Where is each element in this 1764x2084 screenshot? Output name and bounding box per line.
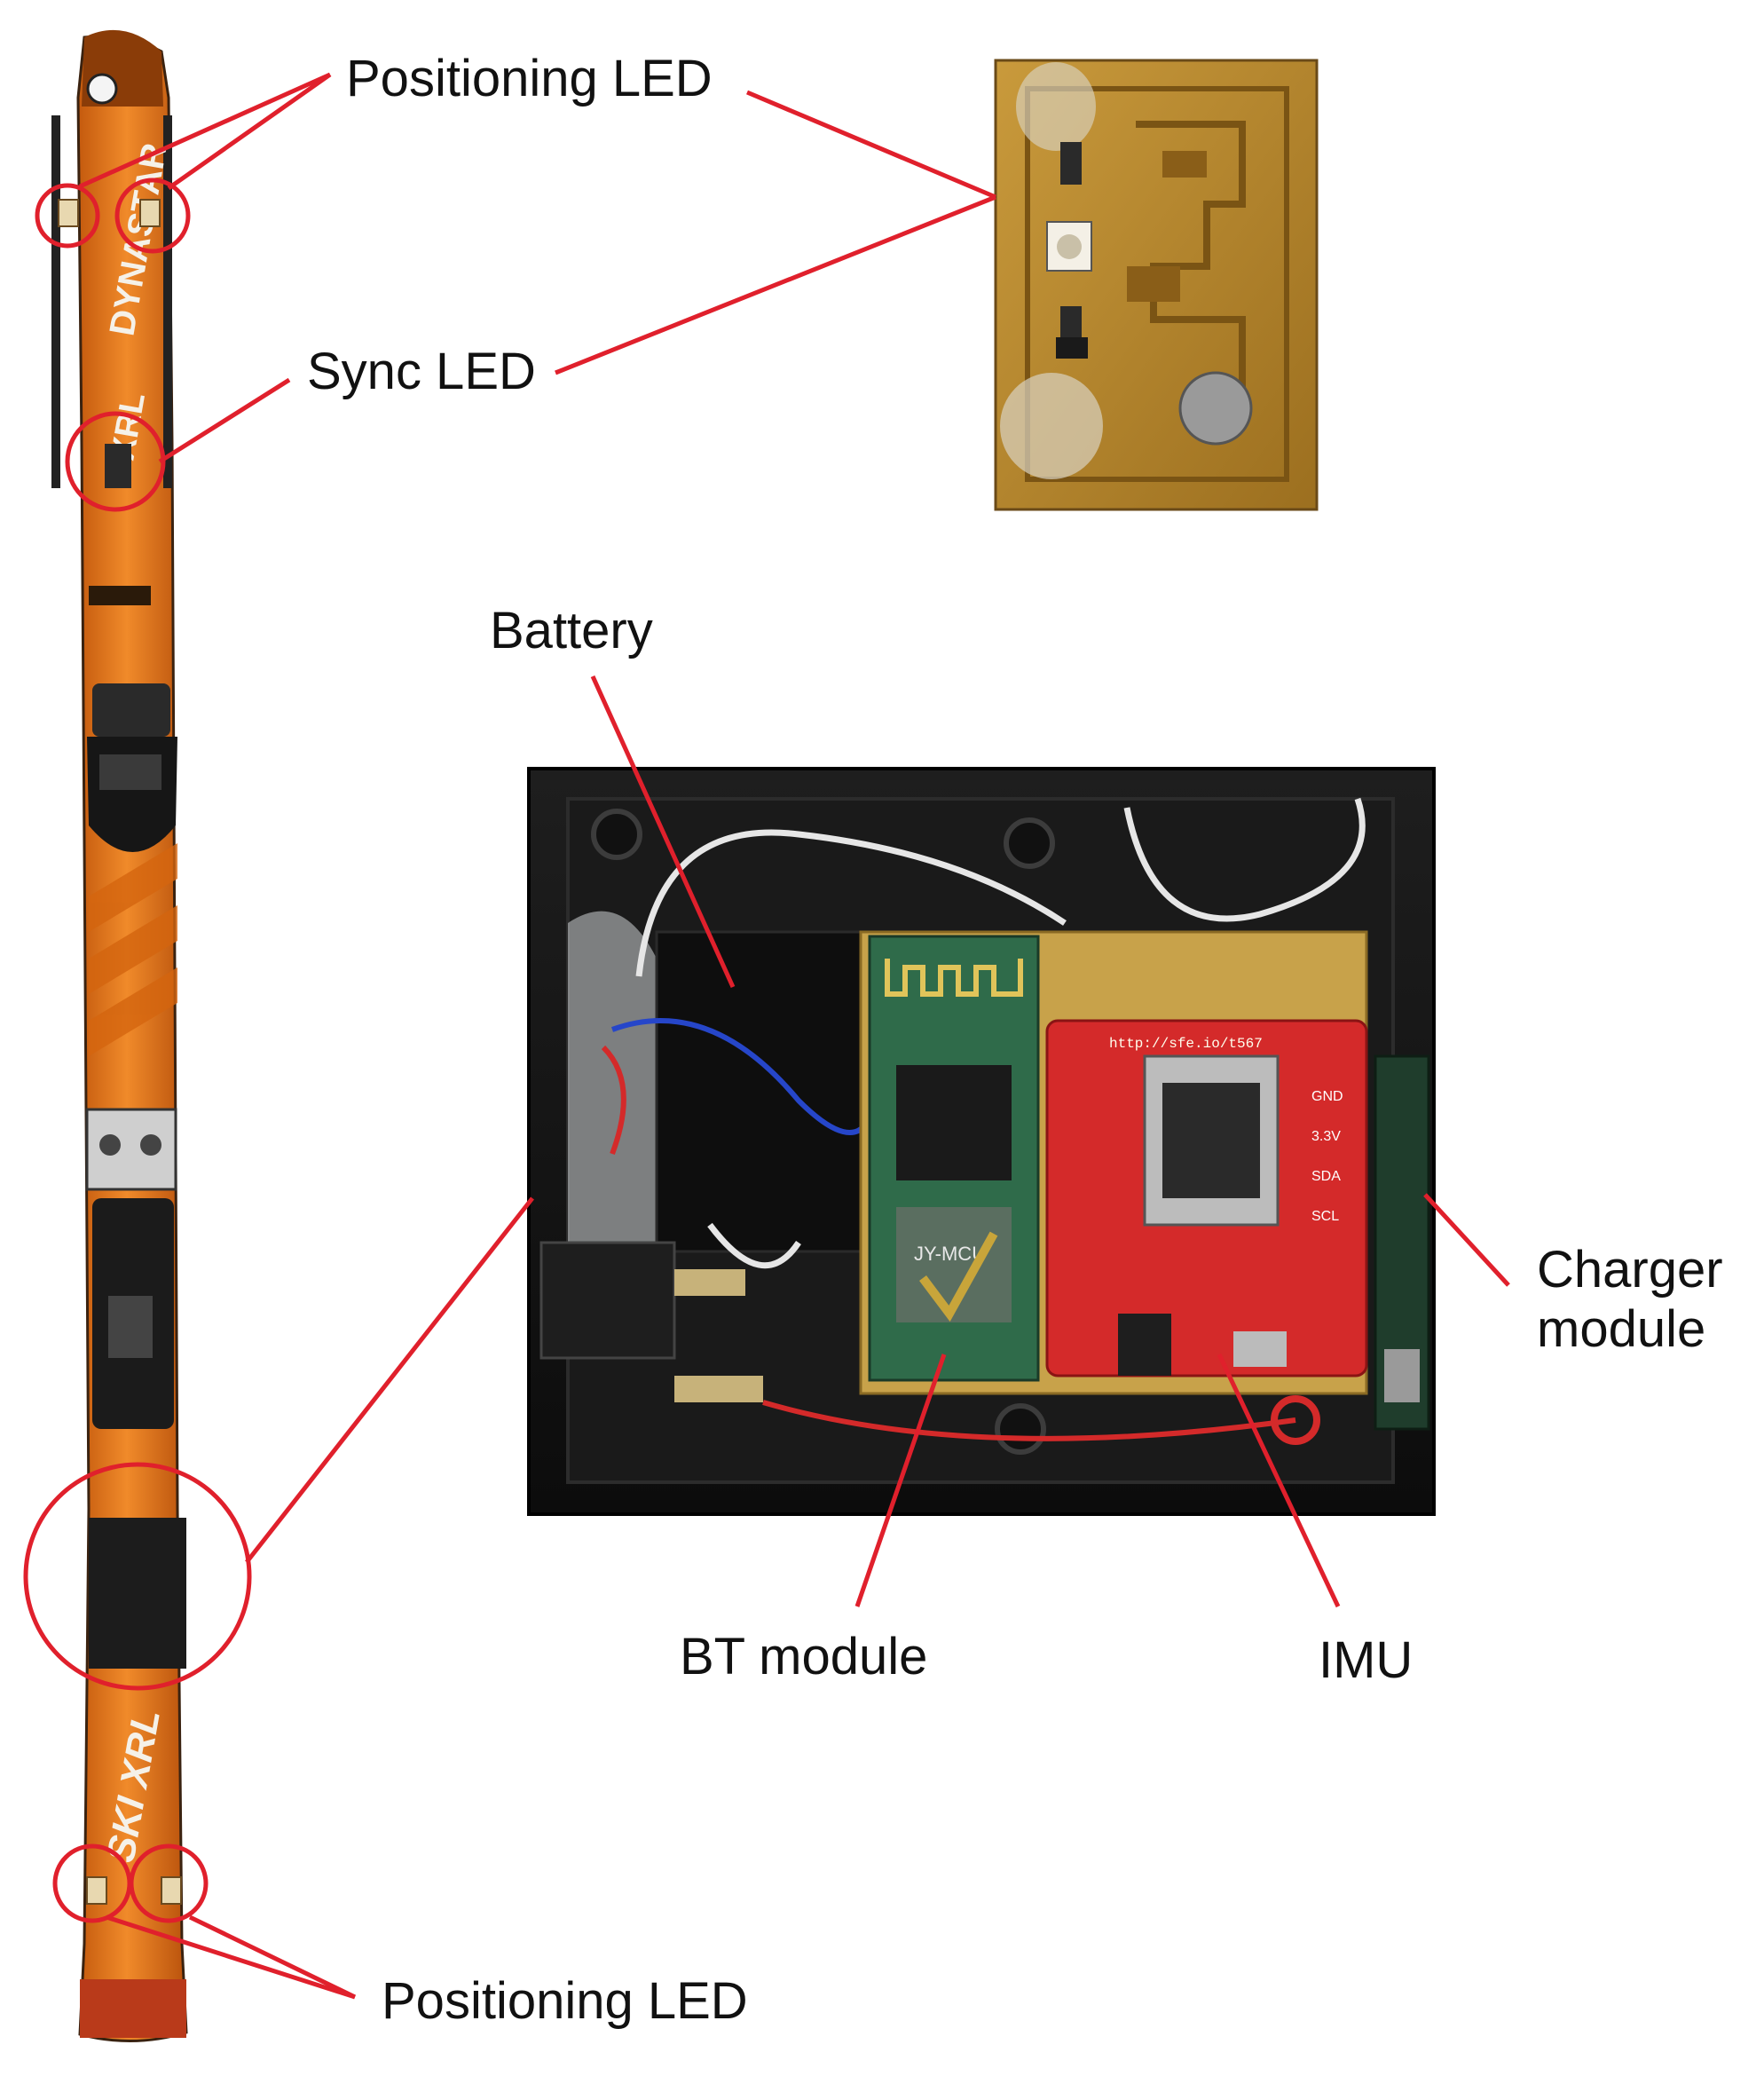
pcb-pad (1162, 151, 1207, 178)
label-bt-module: BT module (680, 1628, 928, 1685)
ski-positioning-led (161, 1876, 182, 1905)
annotation-line (590, 675, 736, 989)
ski-rear-binding (85, 1108, 177, 1429)
label-battery: Battery (490, 602, 653, 659)
annotation-line (158, 377, 291, 464)
box-charger-module (1374, 1054, 1430, 1431)
ski-positioning-led (86, 1876, 107, 1905)
annotation-line (188, 1914, 357, 2000)
annotation-line (78, 72, 332, 189)
box-wire-white (1123, 797, 1366, 922)
box-bt-module: JY-MCU (868, 935, 1040, 1382)
pcb-pad (1127, 266, 1180, 302)
annotation-line (1423, 1193, 1510, 1287)
annotation-circle (35, 183, 100, 249)
box-imu-board: http://sfe.io/t567 GND 3.3V SDA SCL (1045, 1019, 1368, 1377)
box-switch-contact (674, 1376, 763, 1402)
box-battery (655, 930, 880, 1253)
ski-photo: DYNASTAR XRL (51, 29, 188, 2042)
imu-url-text: http://sfe.io/t567 (1109, 1036, 1263, 1052)
ski-positioning-led (139, 199, 161, 227)
annotation-line (167, 72, 332, 191)
label-charger-line2: module (1537, 1299, 1706, 1358)
ski-front-binding (87, 683, 177, 852)
box-wire-red-loop (1271, 1395, 1320, 1445)
pcb-trace (1136, 121, 1246, 408)
annotation-circle (114, 178, 191, 254)
pcb-resistor (1056, 337, 1088, 359)
pcb-trace (1025, 86, 1289, 482)
annotation-line (245, 1196, 534, 1564)
ski-side-stripe (51, 115, 60, 488)
box-wire-blue (610, 1018, 872, 1135)
box-wire-white (707, 1222, 801, 1269)
annotation-circle (129, 1843, 209, 1923)
label-imu: IMU (1319, 1631, 1414, 1689)
sensor-box-photo: JY-MCU http://sfe.io/t567 GND 3.3V SDA S… (527, 767, 1436, 1516)
annotation-line (555, 194, 996, 375)
ski-sensor-box (89, 1518, 186, 1669)
ski-side-stripe (163, 115, 172, 488)
box-screw-post (995, 1403, 1046, 1455)
imu-pin-text: SCL (1311, 1209, 1339, 1224)
ski-positioning-led (58, 199, 79, 227)
pcb-component (1060, 142, 1082, 185)
imu-pin-text: GND (1311, 1089, 1343, 1104)
pcb-coin-cell (1178, 371, 1253, 446)
imu-pin-text: SDA (1311, 1169, 1341, 1184)
led-pcb-photo (994, 59, 1319, 511)
annotation-line (746, 90, 996, 200)
label-positioning-led-top: Positioning LED (346, 50, 713, 107)
box-screw-post (591, 809, 642, 860)
annotation-line (1217, 1353, 1341, 1608)
pcb-led-lens (1057, 234, 1082, 259)
ski-graphic-stripes (89, 843, 177, 1056)
box-screw-post (1004, 817, 1055, 869)
ski-logo-icon (86, 73, 118, 105)
box-switch-contact (674, 1269, 745, 1296)
label-positioning-led-bottom: Positioning LED (382, 1972, 748, 2030)
ski-tail (80, 1979, 186, 2038)
annotation-circle (23, 1462, 252, 1691)
label-charger-line1: Charger (1537, 1241, 1723, 1299)
ski-label-patch (89, 586, 151, 605)
box-wire-red (601, 1045, 626, 1156)
label-charger-module: Charger module (1537, 1241, 1723, 1359)
annotations (23, 72, 1510, 2000)
annotation-line (106, 1914, 356, 2000)
annotation-line (854, 1354, 947, 1607)
ski-sync-led (105, 444, 131, 488)
imu-pin-text: 3.3V (1311, 1129, 1341, 1144)
label-sync-led: Sync LED (307, 343, 536, 400)
box-switch (539, 1241, 676, 1360)
pcb-glue (1000, 373, 1103, 479)
box-wire-white (635, 829, 1067, 977)
pcb-glue (1016, 62, 1096, 151)
box-wire-red (762, 1400, 1296, 1441)
